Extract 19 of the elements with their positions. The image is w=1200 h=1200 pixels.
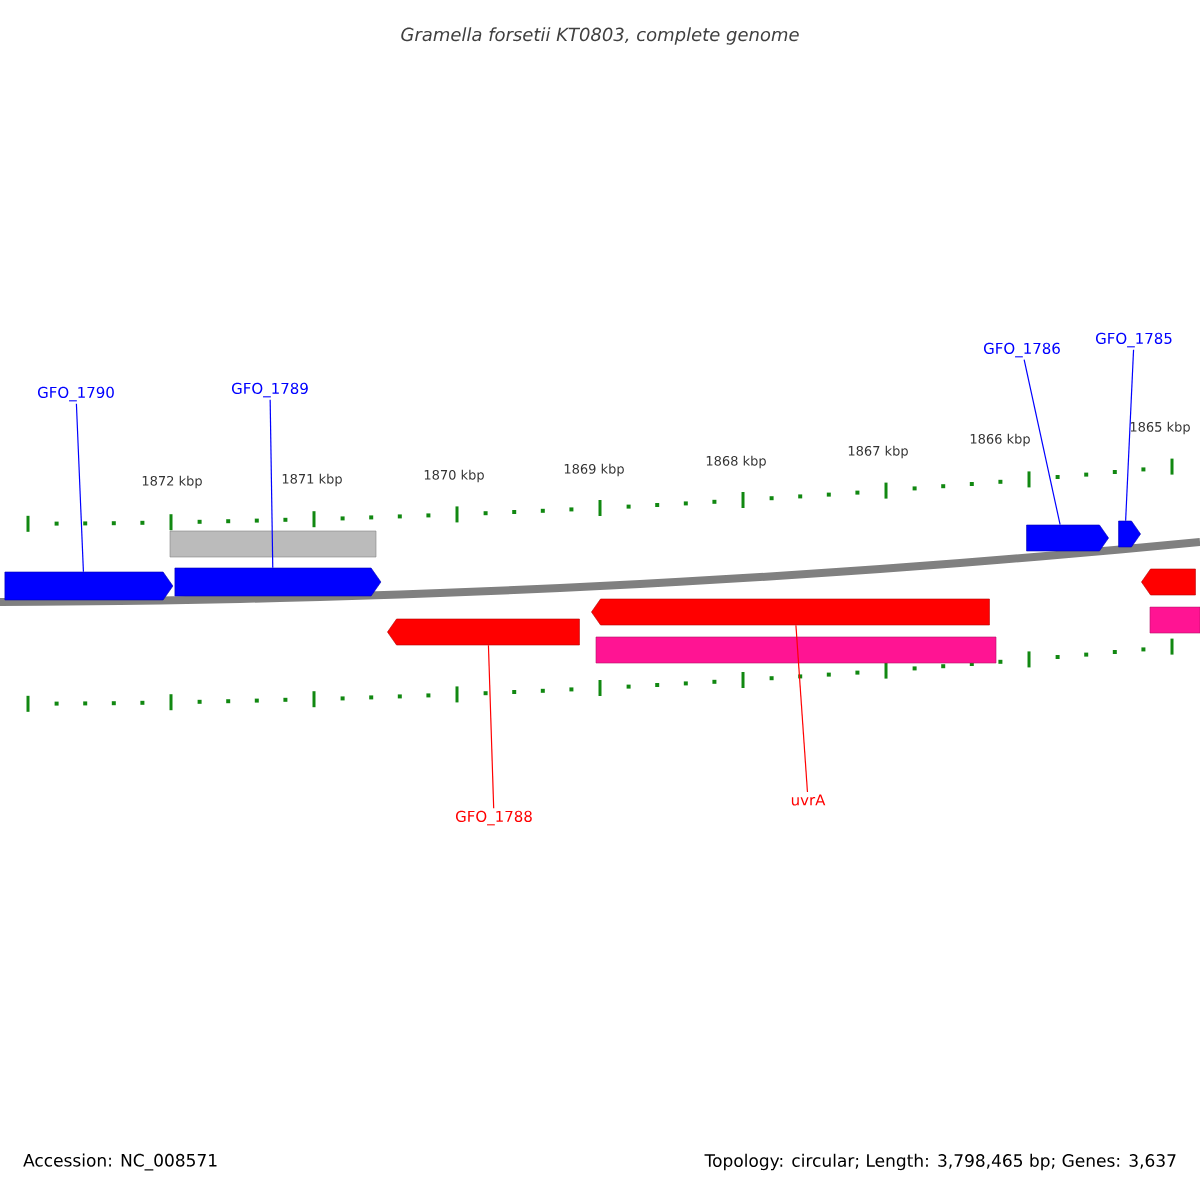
leader-line — [795, 624, 809, 793]
gene-feature — [4, 571, 174, 601]
gene-feature — [1026, 524, 1109, 552]
leader-line — [269, 399, 274, 569]
gene-feature — [1149, 606, 1200, 634]
footer-text: Accession: NC_008571 — [23, 1153, 217, 1171]
gene-feature — [1141, 568, 1196, 596]
gene-feature — [1118, 520, 1141, 548]
gene-feature — [169, 530, 377, 558]
gene-feature — [387, 618, 580, 646]
leader-line — [1125, 349, 1135, 522]
leader-line — [1023, 359, 1061, 526]
footer-text: Topology: circular; Length: 3,798,465 bp; Genes: 3,637 — [704, 1153, 1176, 1171]
gene-feature — [174, 567, 382, 597]
gene-feature — [595, 636, 997, 664]
leader-line — [487, 644, 495, 809]
title: Gramella forsetii KT0803, complete genome — [401, 27, 799, 45]
leader-line — [75, 403, 84, 573]
gene-feature — [591, 598, 990, 626]
